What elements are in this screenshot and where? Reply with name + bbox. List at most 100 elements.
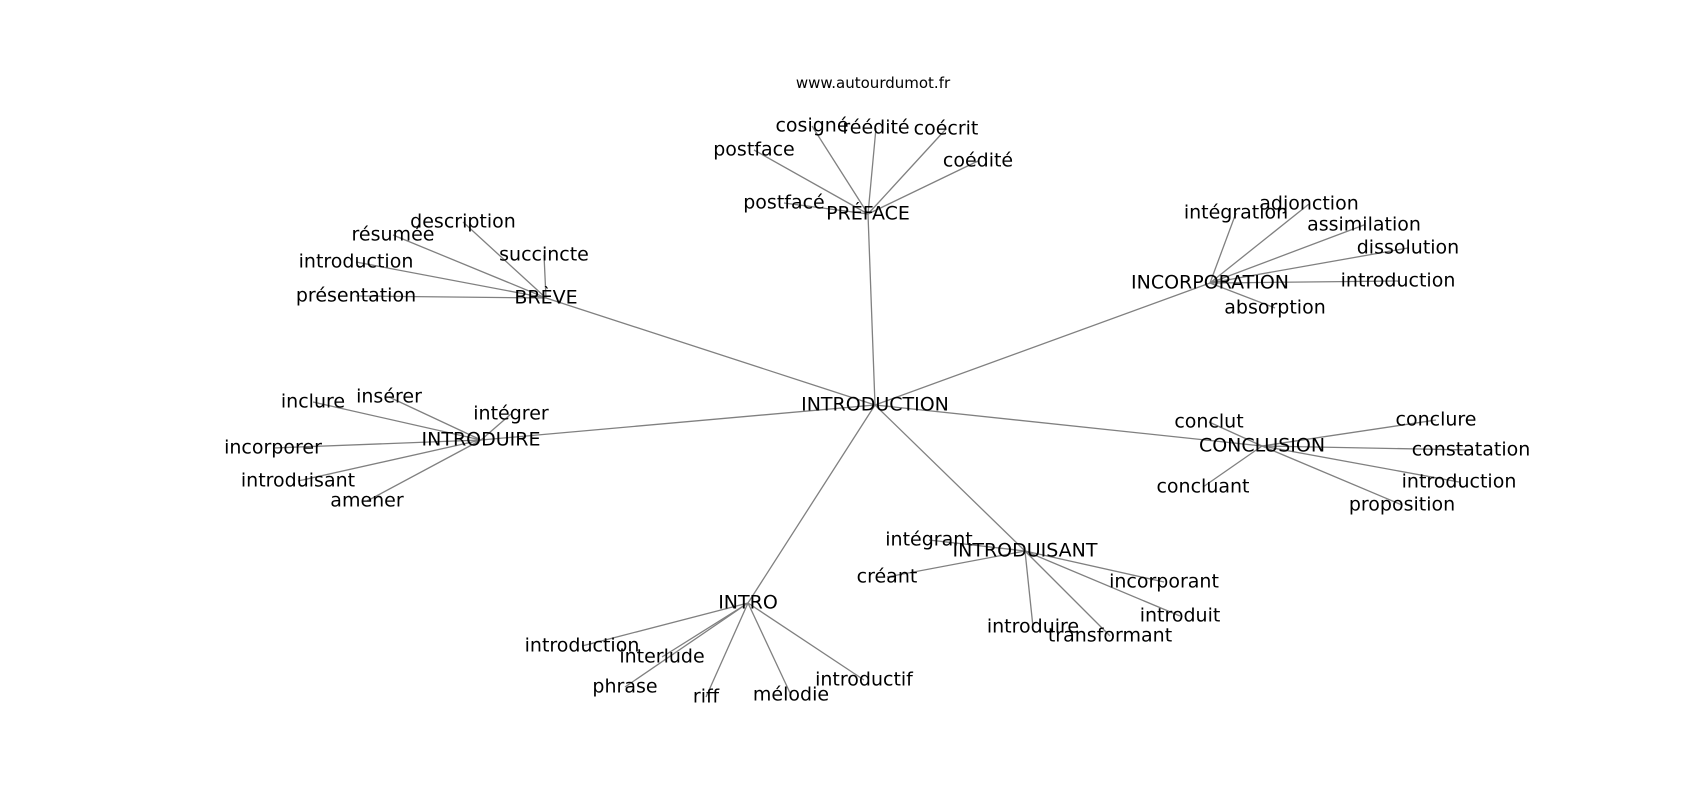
leaf-node: interlude: [619, 646, 704, 668]
leaf-node: concluant: [1156, 476, 1249, 498]
graph-edge: [355, 295, 547, 299]
edges-layer: [272, 125, 1472, 698]
graph-edge: [1208, 421, 1263, 447]
graph-edge: [867, 127, 877, 215]
graph-edge: [1024, 550, 1165, 583]
leaf-node: riff: [693, 686, 720, 708]
graph-edge: [1024, 550, 1034, 628]
graph-edge: [811, 125, 869, 215]
leaf-node: cosigné: [775, 115, 848, 137]
hub-node-incorporation: INCORPORATION: [1131, 272, 1289, 294]
leaf-node: incorporant: [1109, 571, 1219, 593]
leaf-node: intégrer: [473, 403, 549, 425]
graph-edge: [928, 539, 1026, 552]
leaf-node: assimilation: [1307, 214, 1421, 236]
graph-edge: [480, 404, 876, 441]
graph-edge: [1261, 445, 1472, 451]
graph-edge: [1209, 224, 1365, 284]
hub-node-introduire: INTRODUIRE: [422, 429, 541, 451]
leaf-node: phrase: [592, 676, 657, 698]
leaf-node: description: [410, 211, 516, 233]
graph-edge: [366, 439, 482, 502]
graph-edge: [867, 213, 876, 406]
graph-edge: [747, 602, 865, 681]
graph-edge: [783, 202, 869, 215]
graph-edge: [272, 439, 482, 449]
graph-edge: [753, 149, 869, 215]
graph-edge: [312, 401, 482, 441]
source-credit: www.autourdumot.fr: [796, 74, 951, 92]
leaf-node: postface: [713, 139, 795, 161]
hub-node-breve: BRÈVE: [514, 286, 577, 309]
leaf-node: intégration: [1184, 202, 1288, 224]
graph-edge: [1209, 280, 1399, 284]
graph-edge: [867, 160, 979, 215]
graph-edge: [543, 254, 547, 299]
graph-edge: [1209, 282, 1276, 309]
leaf-node: absorption: [1224, 297, 1326, 319]
leaf-node: intégrant: [885, 529, 972, 551]
graph-edge: [1261, 445, 1403, 506]
leaf-node: coédité: [943, 150, 1013, 172]
graph-edge: [1202, 445, 1263, 488]
leaf-node: réédité: [842, 117, 909, 139]
graph-edge: [297, 439, 482, 482]
leaf-node: postfacé: [743, 192, 825, 214]
graph-edge: [1261, 445, 1460, 483]
leaf-node: inclure: [281, 391, 345, 413]
leaf-node: introduit: [1140, 605, 1221, 627]
graph-edge: [747, 602, 792, 696]
leaf-node: proposition: [1349, 494, 1455, 516]
leaf-node: introduction: [525, 635, 640, 657]
graph-edge: [480, 413, 512, 441]
leaf-node: introduisant: [241, 470, 355, 492]
graph-edge: [1024, 550, 1111, 637]
leaf-node: adjonction: [1259, 193, 1359, 215]
leaf-node: transformant: [1048, 625, 1172, 647]
leaf-node: succincte: [499, 244, 589, 266]
graph-edge: [355, 261, 547, 299]
leaf-node: créant: [857, 566, 918, 588]
labels-layer: www.autourdumot.fr INTRODUCTION PRÉFACE co…: [224, 74, 1530, 708]
leaf-node: introductif: [815, 669, 914, 691]
leaf-node: dissolution: [1357, 237, 1459, 259]
graph-edge: [581, 602, 749, 647]
leaf-node: conclure: [1396, 409, 1477, 431]
graph-edge: [867, 128, 947, 215]
graph-edge: [545, 297, 876, 406]
graph-edge: [388, 396, 482, 441]
leaf-node: amener: [330, 490, 404, 512]
hub-node-introduisant: INTRODUISANT: [953, 540, 1098, 562]
graph-edge: [874, 282, 1211, 406]
graph-edge: [624, 602, 749, 688]
graph-edge: [1209, 212, 1237, 284]
graph-edge: [392, 234, 547, 299]
leaf-node: coécrit: [914, 118, 979, 140]
hub-node-preface: PRÉFACE: [826, 202, 910, 225]
hub-node-intro: INTRO: [718, 592, 778, 614]
leaf-node: introduction: [1402, 471, 1517, 493]
graph-edge: [462, 221, 547, 299]
leaf-node: mélodie: [753, 684, 829, 706]
graph-edge: [1209, 203, 1310, 284]
graph-edge: [1261, 419, 1437, 447]
graph-edge: [1024, 550, 1181, 617]
leaf-node: conclut: [1174, 411, 1243, 433]
leaf-node: introduction: [1341, 270, 1456, 292]
leaf-node: introduire: [987, 616, 1079, 638]
graph-edge: [874, 404, 1263, 447]
graph-edge: [747, 404, 876, 604]
leaf-node: présentation: [296, 285, 416, 307]
leaf-node: insérer: [356, 386, 422, 408]
leaf-node: introduction: [299, 251, 414, 273]
leaf-node: incorporer: [224, 437, 322, 459]
hub-node-conclusion: CONCLUSION: [1199, 435, 1325, 457]
graph-edge: [886, 550, 1026, 578]
leaf-node: constatation: [1412, 439, 1531, 461]
leaf-node: résumée: [352, 224, 435, 246]
graph-edge: [1209, 247, 1409, 284]
graph-edge: [874, 404, 1026, 552]
graph-edge: [661, 602, 749, 658]
center-node: INTRODUCTION: [801, 394, 949, 416]
